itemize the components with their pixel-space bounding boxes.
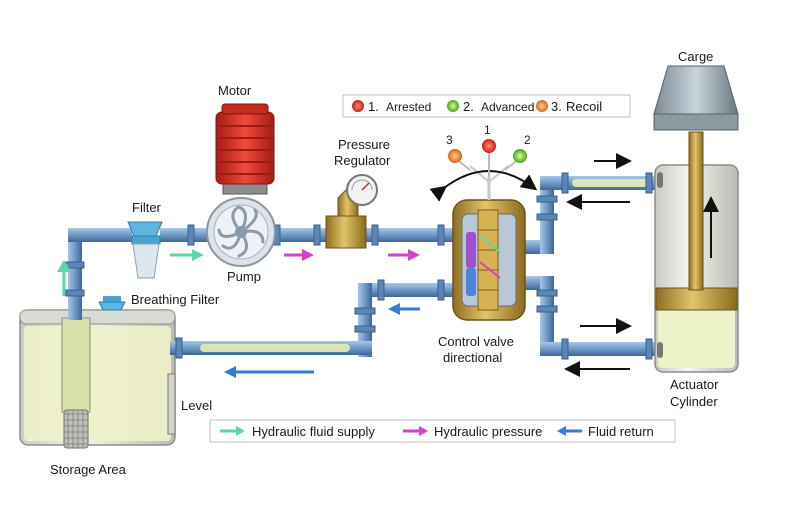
label-filter: Filter (132, 200, 162, 215)
label-pressure-regulator-2: Regulator (334, 153, 391, 168)
label-breathing-filter: Breathing Filter (131, 292, 220, 307)
label-level: Level (181, 398, 212, 413)
flow-legend-supply: Hydraulic fluid supply (220, 424, 375, 439)
lever-ball-advanced (513, 149, 527, 163)
flow-arrows (57, 153, 632, 378)
supply-arrow-right (170, 249, 204, 261)
pressure-arrow-2 (388, 249, 420, 261)
label-pressure-regulator-1: Pressure (338, 137, 390, 152)
label-storage-area: Storage Area (50, 462, 127, 477)
flow-legend-pressure-label: Hydraulic pressure (434, 424, 542, 439)
supply-arrow-up (57, 260, 71, 296)
state-number-3: 3. (551, 99, 562, 114)
lever-ball-recoil (448, 149, 462, 163)
label-control-valve-1: Control valve (438, 334, 514, 349)
carge-weight (653, 65, 739, 131)
flow-legend-supply-label: Hydraulic fluid supply (252, 424, 375, 439)
level-gauge (167, 373, 176, 435)
state-label-recoil: Recoil (566, 99, 602, 114)
state-label-arrested: Arrested (386, 100, 431, 114)
state-dot-arrested (352, 100, 364, 112)
flow-legend-return-label: Fluid return (588, 424, 654, 439)
storage-tank (19, 309, 176, 449)
lever-number-3: 3 (446, 133, 453, 147)
breathing-filter-component (98, 296, 126, 311)
state-number-2: 2. (463, 99, 474, 114)
state-number-1: 1. (368, 99, 379, 114)
pressure-regulator-component (325, 174, 378, 249)
state-legend: 1. Arrested 2. Advanced 3. Recoil (342, 94, 631, 118)
label-carge: Carge (678, 49, 713, 64)
lever-number-2: 2 (524, 133, 531, 147)
filter-component (127, 221, 163, 279)
pressure-arrow-1 (284, 249, 314, 261)
lever-number-1: 1 (484, 123, 491, 137)
flow-legend: Hydraulic fluid supply Hydraulic pressur… (209, 419, 676, 443)
actuator-cylinder-component (654, 131, 739, 373)
return-arrow-2 (224, 366, 314, 378)
lever-ball-arrested (482, 139, 496, 153)
label-control-valve-2: directional (443, 350, 502, 365)
label-pump: Pump (227, 269, 261, 284)
motor-component (215, 103, 275, 195)
pipe-network (65, 172, 660, 360)
pump-component (206, 197, 276, 267)
return-arrow-1 (388, 303, 420, 315)
state-dot-recoil (536, 100, 548, 112)
lever-indicators: 3 1 2 (446, 123, 531, 176)
label-actuator-1: Actuator (670, 377, 719, 392)
state-label-advanced: Advanced (481, 100, 534, 114)
flow-legend-return: Fluid return (557, 424, 654, 439)
flow-legend-pressure: Hydraulic pressure (403, 424, 542, 439)
control-valve-component (429, 165, 538, 321)
label-actuator-2: Cylinder (670, 394, 718, 409)
state-dot-advanced (447, 100, 459, 112)
label-motor: Motor (218, 83, 252, 98)
component-labels: Motor Filter Pump Breathing Filter Press… (50, 49, 719, 477)
strainer-icon (63, 409, 89, 449)
